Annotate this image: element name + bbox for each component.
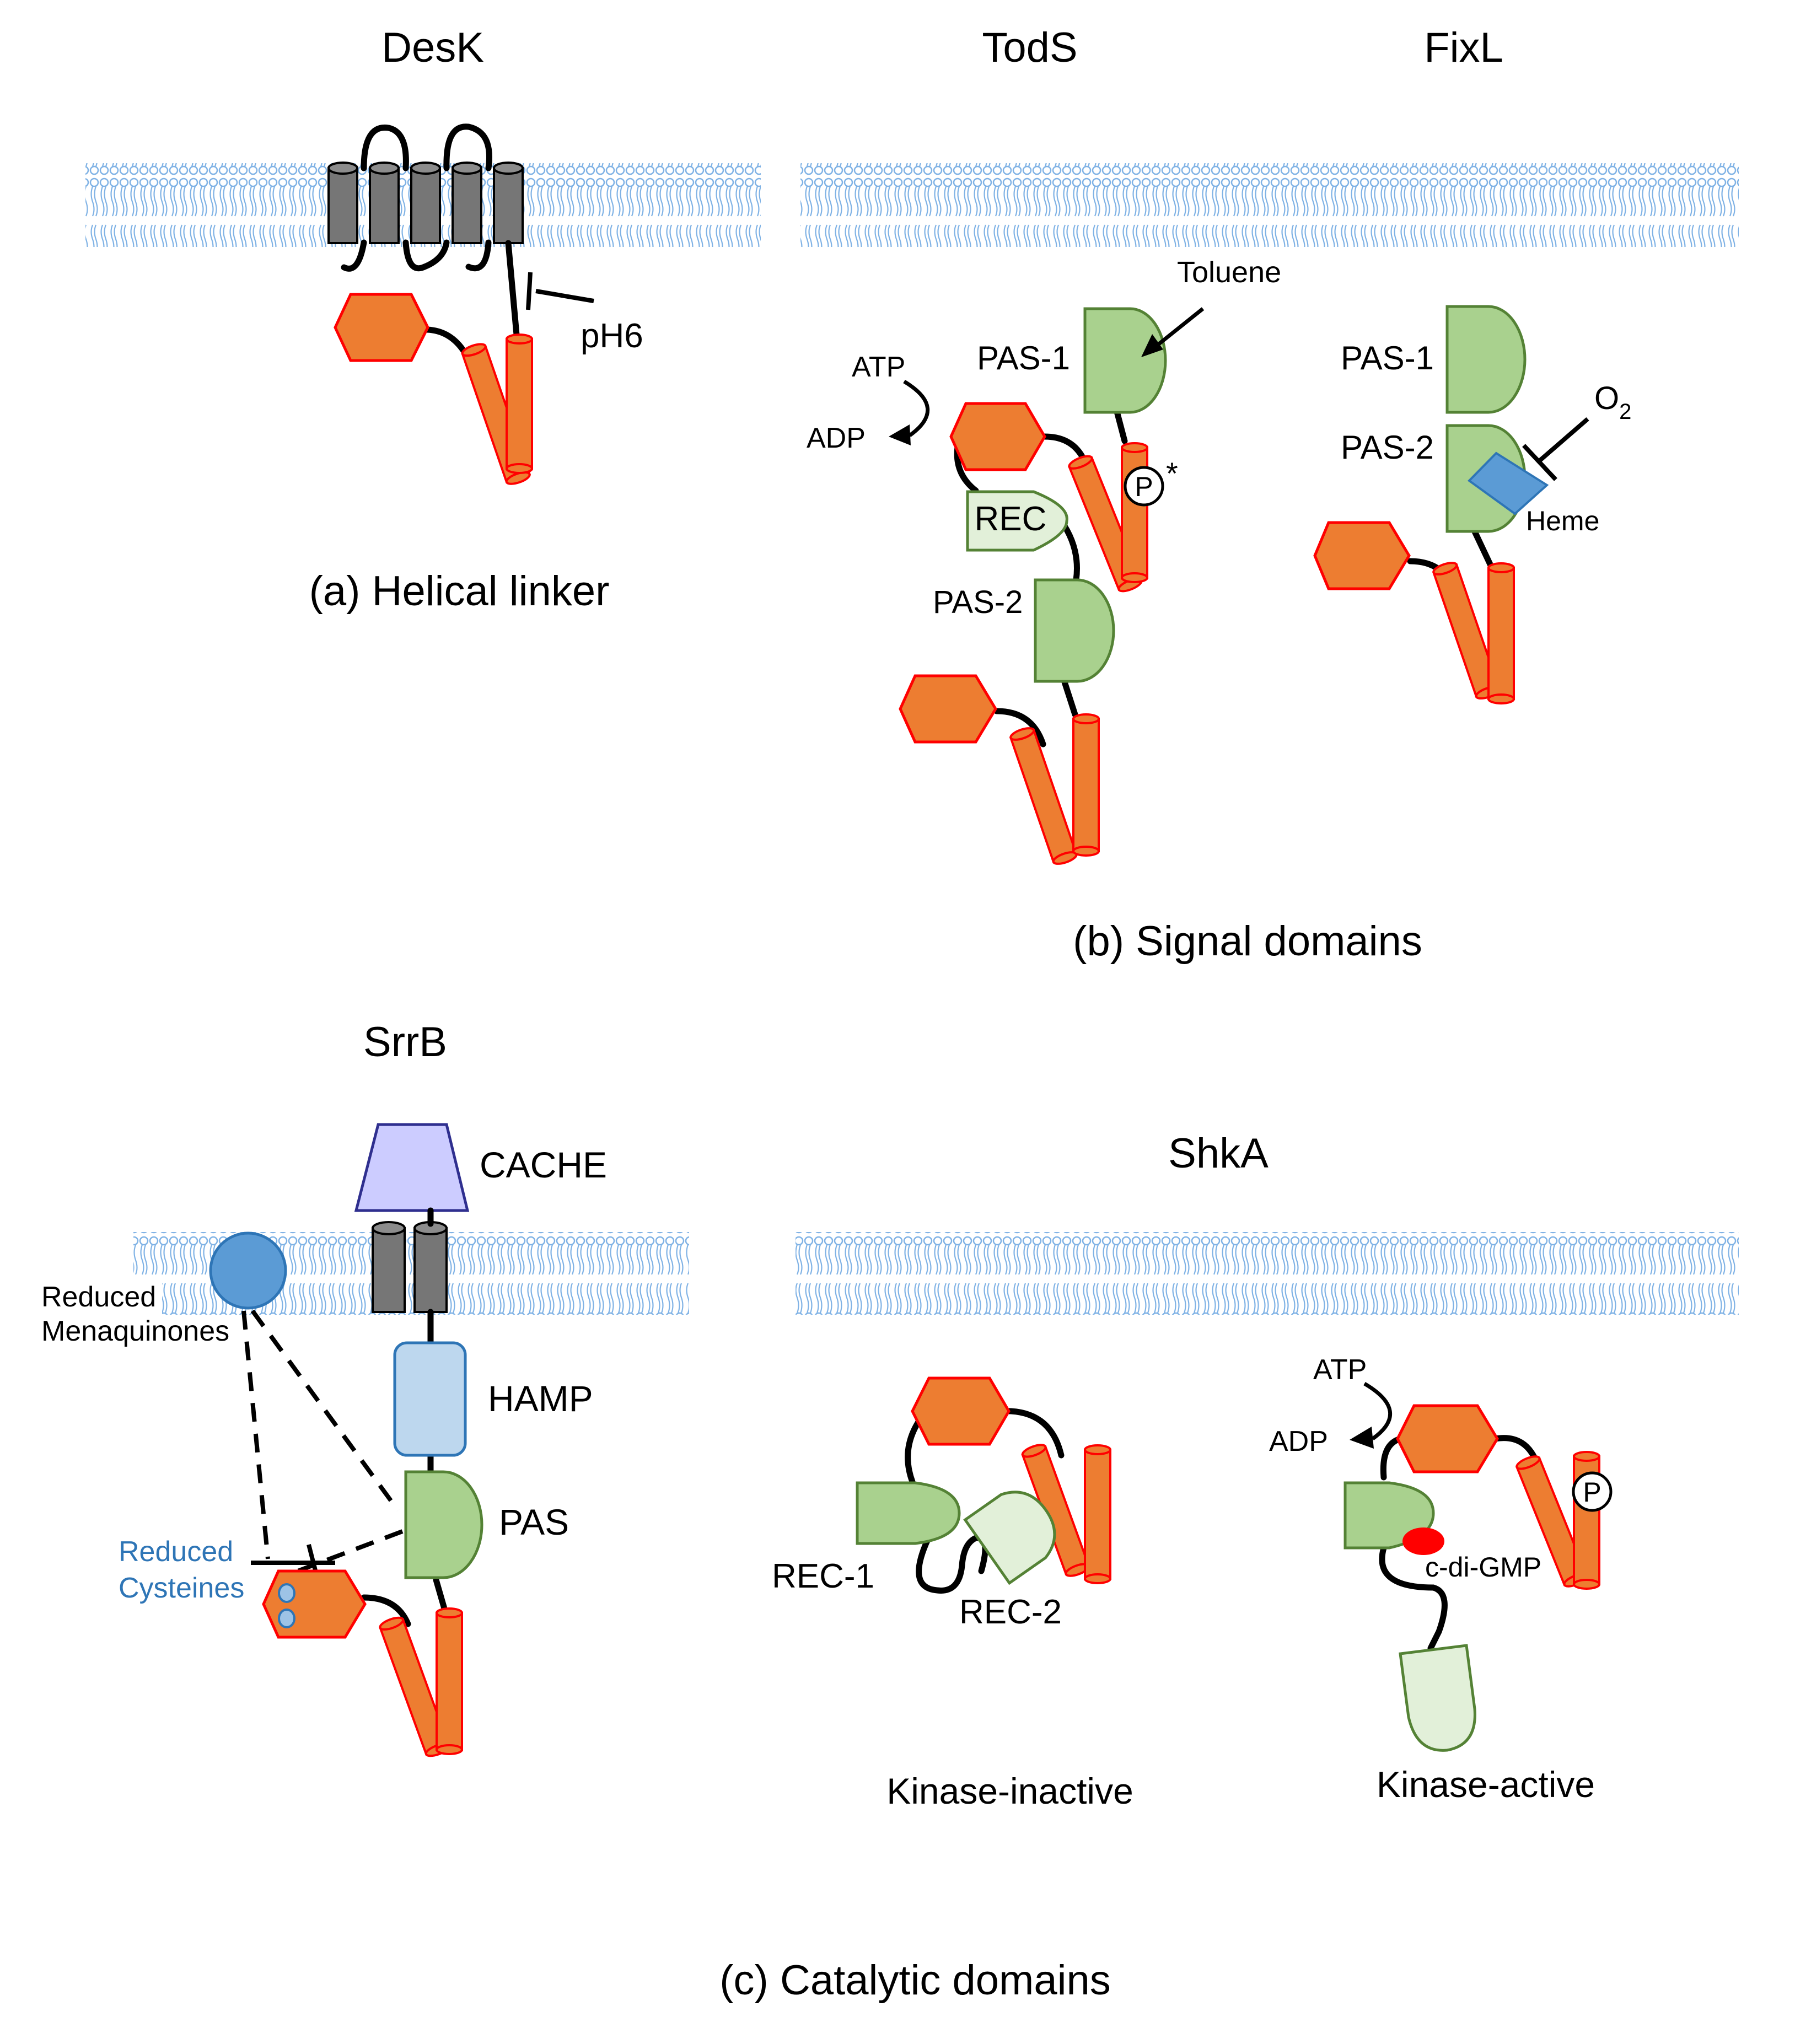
- tods-rec-domain: [966, 490, 1068, 552]
- srrb-pas-label: PAS: [499, 1502, 569, 1542]
- shka-adp-label: ADP: [1269, 1426, 1328, 1457]
- shka-active-rec2-domain: [1399, 1644, 1476, 1752]
- tods-dhp-helices-2: [1009, 713, 1100, 865]
- kinase-active-label: Kinase-active: [1377, 1764, 1595, 1805]
- tods-phospho-label: P: [1135, 471, 1153, 502]
- shka-active-dhp-helices: [1515, 1451, 1600, 1590]
- desk-transmembrane-helices: [327, 162, 524, 244]
- shka-adp-arrowhead: [1350, 1427, 1374, 1449]
- tods-atp-label: ATP: [852, 351, 905, 383]
- tods-pas1-label: PAS-1: [977, 340, 1070, 376]
- caption-b: (b) Signal domains: [1073, 918, 1422, 965]
- tods-title: TodS: [982, 24, 1077, 71]
- heme-label: Heme: [1526, 505, 1599, 536]
- cache-label: CACHE: [480, 1144, 607, 1185]
- desk-catalytic-domain: [334, 293, 429, 362]
- desk-dhp-helices: [461, 334, 533, 485]
- rec2-label: REC-2: [959, 1593, 1062, 1631]
- tods-phospho-star: *: [1166, 456, 1178, 491]
- tods-pas2-label: PAS-2: [933, 584, 1023, 620]
- shka-inactive-dhp-helices: [1021, 1444, 1111, 1584]
- cysteines-label-line2: Cysteines: [119, 1572, 244, 1604]
- desk-tm-loops: [341, 123, 492, 272]
- srrb-catalytic-domain: [262, 1569, 367, 1639]
- srrb-linkers: [361, 1207, 448, 1627]
- o2-inhibition-symbol: [1522, 417, 1589, 481]
- fixl-pas1-label: PAS-1: [1341, 340, 1434, 376]
- tods-atp-adp-arrow: [903, 379, 930, 437]
- heme-diamond: [1467, 451, 1549, 515]
- tods-phospho-circle: [1124, 466, 1164, 507]
- shka-rec2-domain: [963, 1491, 1056, 1585]
- panel-b: TodS FixL PAS-1 Toluene ATP ADP: [800, 24, 1739, 965]
- tods-rec-label: REC: [975, 500, 1047, 538]
- panel-a: DesK: [85, 24, 761, 615]
- shka-title: ShkA: [1168, 1130, 1269, 1177]
- shka-atp-adp-arrow: [1363, 1381, 1393, 1440]
- tods-pas2-domain: [1034, 578, 1115, 683]
- srrb-title: SrrB: [363, 1019, 447, 1066]
- tods-catalytic-domain: [949, 402, 1046, 471]
- kinase-inactive-label: Kinase-inactive: [886, 1771, 1133, 1811]
- fixl-pas1-domain: [1445, 305, 1527, 414]
- menaquinone-circle: [209, 1231, 287, 1310]
- toluene-arrowhead: [1141, 334, 1163, 357]
- fixl-pas2-label: PAS-2: [1341, 429, 1434, 466]
- cysteine-dot-1: [278, 1583, 295, 1603]
- ph6-inhibition-symbol: [526, 272, 594, 310]
- toluene-label: Toluene: [1177, 256, 1281, 289]
- membrane-c-right: [796, 1232, 1739, 1315]
- tods-adp-label: ADP: [807, 422, 866, 454]
- membrane-b: [800, 163, 1739, 247]
- srrb-pas-domain: [404, 1470, 483, 1579]
- shka-rec1-domain: [856, 1481, 961, 1545]
- menaquinones-label-line2: Menaquinones: [41, 1315, 229, 1347]
- fixl-title: FixL: [1424, 24, 1503, 71]
- srrb-dhp-helices: [379, 1607, 463, 1757]
- desk-helical-linker: [505, 240, 520, 344]
- cysteines-label-line1: Reduced: [119, 1536, 233, 1568]
- tods-adp-arrowhead: [889, 424, 911, 445]
- fixl-catalytic-domain: [1313, 521, 1411, 590]
- tods-linkers: [954, 406, 1128, 747]
- cdigmp-label: c-di-GMP: [1425, 1552, 1541, 1583]
- menaquinones-label-line1: Reduced: [41, 1281, 156, 1313]
- tods-pas1-domain: [1083, 307, 1167, 414]
- shka-active-catalytic-domain: [1396, 1404, 1499, 1473]
- cysteine-dot-2: [278, 1609, 295, 1628]
- shka-atp-label: ATP: [1313, 1354, 1367, 1386]
- cdigmp-ellipse: [1402, 1527, 1444, 1555]
- cache-domain: [354, 1123, 470, 1212]
- srrb-transmembrane-helices: [372, 1221, 448, 1313]
- caption-a: (a) Helical linker: [309, 568, 610, 615]
- rec1-label: REC-1: [772, 1557, 874, 1595]
- shka-phospho-label: P: [1583, 1477, 1601, 1508]
- tods-catalytic-domain-2: [899, 674, 997, 744]
- shka-phospho-circle: [1572, 1471, 1613, 1512]
- hamp-label: HAMP: [488, 1378, 593, 1419]
- fixl-dhp-helices: [1432, 562, 1515, 704]
- hamp-domain: [393, 1341, 467, 1457]
- o2-label: O2: [1594, 380, 1631, 424]
- ph6-label: pH6: [581, 317, 643, 355]
- caption-c: (c) Catalytic domains: [719, 1957, 1111, 2004]
- shka-inactive-catalytic-domain: [911, 1376, 1011, 1446]
- desk-title: DesK: [381, 24, 484, 71]
- menaquinone-label-bg: [40, 1279, 162, 1345]
- menaquinone-dashed-lines: [241, 1309, 404, 1573]
- panel-c: SrrB CACHE Reduced Menaquinones HAMP PAS…: [40, 1019, 1739, 2004]
